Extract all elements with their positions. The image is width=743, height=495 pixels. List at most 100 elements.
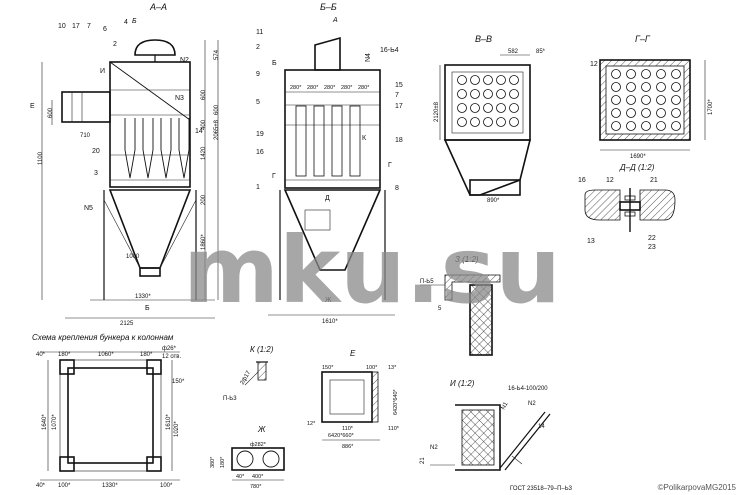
- callout: N3: [175, 95, 184, 102]
- dim: 1640*: [42, 414, 48, 430]
- gost-stamp: ГОСТ 23518–79–П–Ь3: [510, 486, 573, 492]
- callout: 21: [650, 177, 658, 184]
- callout: Д: [325, 195, 330, 202]
- sleeve-hole: [483, 117, 493, 127]
- sleeve-hole: [611, 69, 621, 79]
- dim: 1330*: [102, 483, 118, 489]
- dim: 886*: [342, 444, 354, 450]
- sleeve-hole: [656, 121, 666, 131]
- dim: 5: [438, 306, 442, 312]
- callout: 17: [395, 103, 403, 110]
- dim: 180*: [58, 352, 71, 358]
- dim: П-Ь3: [223, 396, 237, 402]
- dim: 600: [201, 89, 207, 100]
- dim: 6420*640*: [393, 388, 399, 415]
- callout: 17: [72, 23, 80, 30]
- view-k: К (1:2) 2ф17 П-Ь3: [223, 345, 274, 402]
- sleeve-hole: [611, 108, 621, 118]
- callout: Б: [145, 305, 150, 312]
- scheme-title: Схема крепления бункера к колоннам: [32, 333, 174, 342]
- dim: 40*: [36, 483, 46, 489]
- view-dd: Д–Д (1:2) 16 12 21 13 22 23: [578, 163, 676, 251]
- sleeve-hole: [496, 117, 506, 127]
- dim: 582: [508, 49, 519, 55]
- dim: 280*: [324, 85, 336, 91]
- callout: 19: [256, 131, 264, 138]
- callout: Ж: [325, 297, 332, 304]
- dim: 280*: [307, 85, 319, 91]
- sleeve-hole: [656, 108, 666, 118]
- callout: 22: [648, 235, 656, 242]
- sleeve-hole: [483, 89, 493, 99]
- dim: 400*: [252, 474, 264, 480]
- dim: 100*: [160, 483, 173, 489]
- callout: 14: [538, 424, 545, 430]
- dim: 400: [201, 119, 207, 130]
- callout: 2: [113, 41, 117, 48]
- sleeve-hole: [671, 69, 681, 79]
- sleeve-hole: [671, 82, 681, 92]
- sleeve-hole: [626, 82, 636, 92]
- dim: ф26*: [162, 346, 177, 352]
- sleeve-hole: [611, 82, 621, 92]
- callout: 2: [256, 44, 260, 51]
- sleeve-hole: [470, 117, 480, 127]
- view-e: Е 150* 100* 13* 6420*640* 12* 110* 6420*…: [307, 349, 400, 450]
- callout: Г: [272, 173, 276, 180]
- callout: 12: [606, 177, 614, 184]
- view-k-title: К (1:2): [250, 345, 274, 354]
- callout: Г: [388, 162, 392, 169]
- sleeve-hole: [641, 95, 651, 105]
- callout: N2: [180, 57, 189, 64]
- callout: N4: [365, 53, 372, 62]
- dim: 1610*: [166, 414, 172, 430]
- callout: 18: [395, 137, 403, 144]
- view-aa-section-mark: Б: [132, 18, 137, 25]
- view-bb-section-mark: А: [332, 17, 338, 24]
- sleeve-hole: [483, 75, 493, 85]
- callout: 23: [648, 244, 656, 251]
- callout: 11: [256, 29, 263, 36]
- sleeve-hole: [509, 89, 519, 99]
- view-bb-title: Б–Б: [320, 2, 337, 12]
- dim: 1070*: [52, 414, 58, 430]
- view-vv: В–В 582 85* 2120±8 890*: [434, 34, 546, 204]
- dim: 150*: [172, 379, 185, 385]
- dim: 710: [80, 133, 91, 139]
- sleeve-hole: [496, 89, 506, 99]
- sleeve-hole: [671, 95, 681, 105]
- view-bb: Б–Б А 11 2 N4 16-Ь4 9 5 18 19: [256, 2, 403, 325]
- view-aa: А–А Б: [30, 2, 220, 327]
- dim: 100*: [366, 365, 378, 371]
- dim: 780*: [250, 484, 262, 490]
- dim: 13*: [388, 365, 397, 371]
- dim: 150*: [322, 365, 334, 371]
- dim: 2125: [120, 321, 134, 327]
- dim: 574: [214, 49, 220, 60]
- dim: 280*: [290, 85, 302, 91]
- callout: 4: [124, 19, 128, 26]
- callout: 15: [395, 82, 403, 89]
- dim: 110*: [388, 426, 400, 432]
- sleeve-hole: [641, 108, 651, 118]
- dim: 280*: [341, 85, 353, 91]
- callout: 9: [256, 71, 260, 78]
- sleeve-hole: [626, 95, 636, 105]
- callout: 12: [590, 61, 598, 68]
- callout: N5: [84, 205, 93, 212]
- sleeve-hole: [509, 103, 519, 113]
- sleeve-hole: [626, 121, 636, 131]
- sleeve-hole: [611, 95, 621, 105]
- sleeve-hole: [626, 69, 636, 79]
- sleeve-hole: [470, 89, 480, 99]
- callout: Е: [30, 103, 35, 110]
- view-z: З (1:2) П-Ь5 5: [420, 255, 501, 356]
- callout: 8: [395, 185, 399, 192]
- dim: П-Ь5: [420, 279, 434, 285]
- dim: 380*: [210, 456, 216, 468]
- sleeve-hole: [457, 75, 467, 85]
- dim: 40*: [236, 474, 245, 480]
- sleeve-hole: [470, 103, 480, 113]
- sleeve-hole: [457, 89, 467, 99]
